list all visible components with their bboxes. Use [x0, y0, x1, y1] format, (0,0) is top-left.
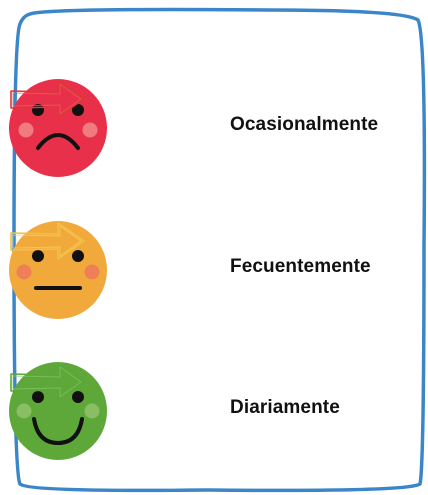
row-frequently: Fecuentemente — [8, 220, 428, 330]
happy-face-icon — [9, 362, 107, 460]
card-border — [12, 7, 427, 493]
yellow-arrow-icon — [10, 222, 85, 260]
label-occasionally: Ocasionalmente — [230, 114, 379, 135]
label-frequently: Fecuentemente — [230, 256, 371, 277]
sad-face-icon — [9, 79, 107, 177]
red-arrow-icon — [10, 80, 85, 118]
row-occasionally: Ocasionalmente — [8, 78, 428, 188]
label-daily: Diariamente — [230, 397, 340, 418]
frequency-card: Ocasionalmente Fecuentemente — [8, 6, 428, 495]
green-arrow-icon — [10, 363, 85, 401]
row-daily: Diariamente — [8, 361, 428, 471]
neutral-face-icon — [9, 221, 107, 319]
